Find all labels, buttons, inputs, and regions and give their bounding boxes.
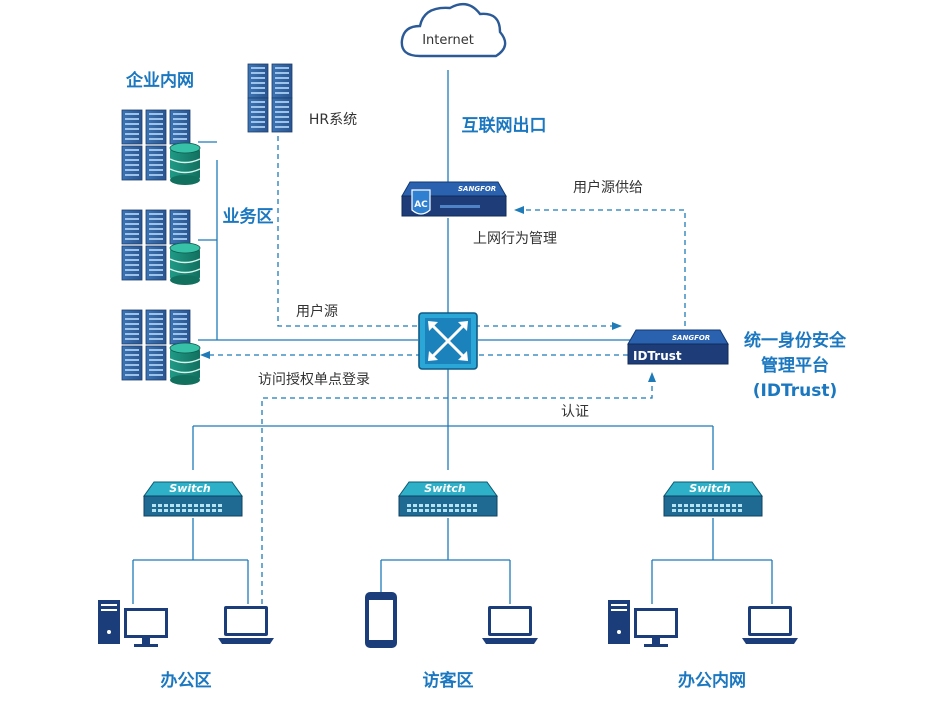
switch-intranet: Switch <box>663 481 763 517</box>
guest-laptop-icon <box>482 606 538 644</box>
ac-device: SANGFOR AC <box>401 181 507 217</box>
idtrust-label-2: 管理平台 <box>761 355 829 376</box>
office-laptop-icon <box>218 606 274 644</box>
server-cluster-3 <box>122 310 200 385</box>
core-switch <box>418 312 478 370</box>
switch-guest: Switch <box>398 481 498 517</box>
idtrust-label-3: (IDTrust) <box>753 381 837 401</box>
switch-office: Switch <box>143 481 243 517</box>
intranet-laptop-icon <box>742 606 798 644</box>
cloud-label: Internet <box>422 33 474 48</box>
zone-guest: 访客区 <box>423 670 474 691</box>
internet-cloud: Internet <box>400 2 507 58</box>
flow-auth: 认证 <box>561 404 589 420</box>
flow-user-source: 用户源 <box>296 303 338 320</box>
office-desktop-icon <box>98 600 168 647</box>
idtrust-device: SANGFOR IDTrust <box>627 329 729 365</box>
zone-intranet: 办公内网 <box>678 670 746 691</box>
solid-links <box>132 70 773 604</box>
idtrust-badge: IDTrust <box>633 349 682 363</box>
switch-guest-label: Switch <box>424 482 466 495</box>
server-cluster-2 <box>122 210 200 285</box>
ac-brand: SANGFOR <box>458 185 496 193</box>
switch-office-label: Switch <box>169 482 211 495</box>
flow-access-sso: 访问授权单点登录 <box>258 372 370 388</box>
ac-shield-icon <box>411 189 431 215</box>
idtrust-brand: SANGFOR <box>672 334 710 342</box>
idtrust-label-1: 统一身份安全 <box>744 330 847 351</box>
enterprise-label: 企业内网 <box>125 70 194 91</box>
server-cluster-1 <box>122 110 200 185</box>
hr-server <box>247 63 293 133</box>
internet-exit-label: 互联网出口 <box>462 115 547 136</box>
zone-office: 办公区 <box>161 670 212 691</box>
ac-badge: AC <box>414 200 428 210</box>
ac-label: 上网行为管理 <box>473 231 557 247</box>
hr-label: HR系统 <box>309 112 357 128</box>
switch-intranet-label: Switch <box>689 482 731 495</box>
guest-phone-icon <box>365 592 397 648</box>
business-zone-label: 业务区 <box>223 206 274 227</box>
flow-user-source-supply: 用户源供给 <box>573 179 643 196</box>
core-switch-arrows-icon <box>429 322 467 360</box>
intranet-desktop-icon <box>608 600 678 647</box>
